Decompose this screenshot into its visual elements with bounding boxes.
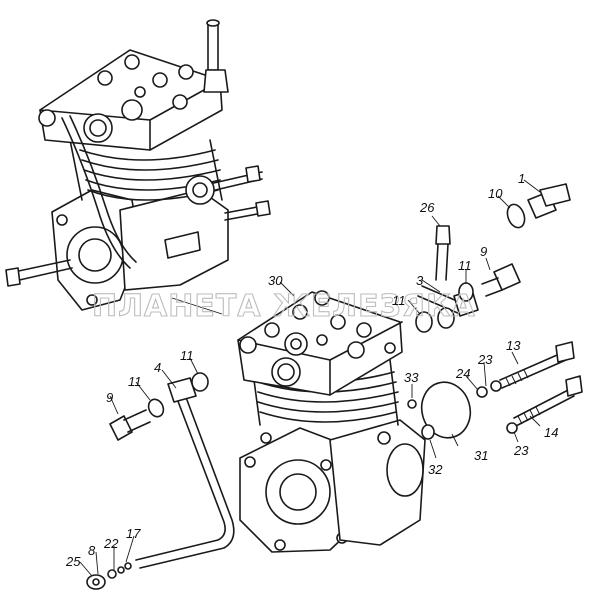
callout-22: 22 <box>103 536 119 551</box>
callout-33: 33 <box>404 370 419 385</box>
callout-32: 32 <box>428 462 443 477</box>
watermark-text: ПЛАНЕТА ЖЕЛЕЗЯКА <box>92 289 476 324</box>
callout-labels: 1 10 26 9 11 3 11 30 11 4 9 11 33 23 13 … <box>65 171 558 569</box>
callout-11d: 11 <box>128 374 142 389</box>
callout-11b: 11 <box>392 293 406 308</box>
leader-lines <box>79 179 541 577</box>
callout-13: 13 <box>506 338 521 353</box>
compressor-assembled <box>5 19 271 311</box>
callout-26: 26 <box>419 200 435 215</box>
callout-9: 9 <box>480 244 487 259</box>
compressor-exploded <box>237 290 426 553</box>
callout-3: 3 <box>416 273 424 288</box>
callout-23: 23 <box>477 352 493 367</box>
callout-25: 25 <box>65 554 81 569</box>
callout-24: 24 <box>455 366 470 381</box>
callout-30: 30 <box>268 273 283 288</box>
callout-9b: 9 <box>106 390 113 405</box>
callout-10: 10 <box>488 186 503 201</box>
callout-4: 4 <box>154 360 161 375</box>
callout-11c: 11 <box>180 348 194 363</box>
callout-14: 14 <box>544 425 558 440</box>
air-pipe-part <box>135 377 235 569</box>
callout-8: 8 <box>88 543 96 558</box>
callout-31: 31 <box>474 448 488 463</box>
callout-1: 1 <box>518 171 525 186</box>
fasteners-and-seals <box>86 183 583 590</box>
callout-23b: 23 <box>513 443 529 458</box>
callout-11: 11 <box>458 258 472 273</box>
callout-17: 17 <box>126 526 141 541</box>
